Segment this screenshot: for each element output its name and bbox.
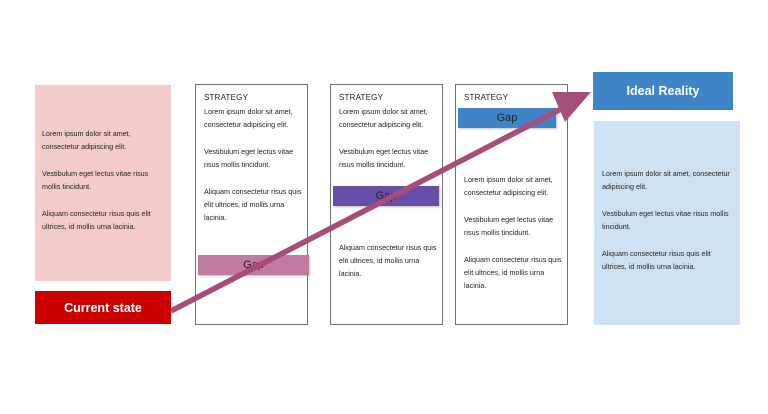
strategy-paragraph: Vestibulum eget lectus vitae risus molli… [464, 215, 554, 237]
current-state-label: Current state [35, 291, 171, 324]
strategy-text: Lorem ipsum dolor sit amet, consectetur … [204, 105, 306, 238]
ideal-reality-panel: Lorem ipsum dolor sit amet, consectetur … [594, 121, 740, 325]
arrow-shaft [169, 105, 565, 314]
strategy-title: STRATEGY [339, 93, 384, 102]
strategy-title: STRATEGY [464, 93, 509, 102]
strategy-paragraph: Aliquam consectetur risus quis elit ultr… [204, 187, 302, 222]
ideal-paragraph: Vestibulum eget lectus vitae risus molli… [602, 209, 729, 231]
strategy-paragraph: Aliquam consectetur risus quis elit ultr… [339, 243, 437, 278]
ideal-paragraph: Lorem ipsum dolor sit amet, consectetur … [602, 169, 730, 191]
strategy-text-top: Lorem ipsum dolor sit amet, consectetur … [339, 105, 441, 185]
strategy-text: Lorem ipsum dolor sit amet, consectetur … [464, 173, 566, 306]
strategy-paragraph: Vestibulum eget lectus vitae risus molli… [339, 147, 429, 169]
strategy-paragraph: Vestibulum eget lectus vitae risus molli… [204, 147, 294, 169]
ideal-reality-text: Lorem ipsum dolor sit amet, consectetur … [602, 167, 736, 287]
strategy-column-1: STRATEGY Lorem ipsum dolor sit amet, con… [195, 84, 308, 325]
current-paragraph: Aliquam consectetur risus quis elit ultr… [42, 209, 151, 231]
strategy-paragraph: Lorem ipsum dolor sit amet, consectetur … [339, 107, 428, 129]
strategy-paragraph: Lorem ipsum dolor sit amet, consectetur … [204, 107, 293, 129]
current-state-panel: Lorem ipsum dolor sit amet, consectetur … [35, 85, 171, 281]
strategy-text-bottom: Aliquam consectetur risus quis elit ultr… [339, 241, 441, 294]
strategy-paragraph: Lorem ipsum dolor sit amet, consectetur … [464, 175, 553, 197]
ideal-paragraph: Aliquam consectetur risus quis elit ultr… [602, 249, 711, 271]
current-paragraph: Lorem ipsum dolor sit amet, consectetur … [42, 129, 131, 151]
strategy-paragraph: Aliquam consectetur risus quis elit ultr… [464, 255, 562, 290]
current-state-text: Lorem ipsum dolor sit amet, consectetur … [42, 127, 166, 247]
ideal-reality-label: Ideal Reality [593, 72, 733, 110]
arrow-head [552, 92, 591, 122]
current-paragraph: Vestibulum eget lectus vitae risus molli… [42, 169, 149, 191]
strategy-title: STRATEGY [204, 93, 249, 102]
